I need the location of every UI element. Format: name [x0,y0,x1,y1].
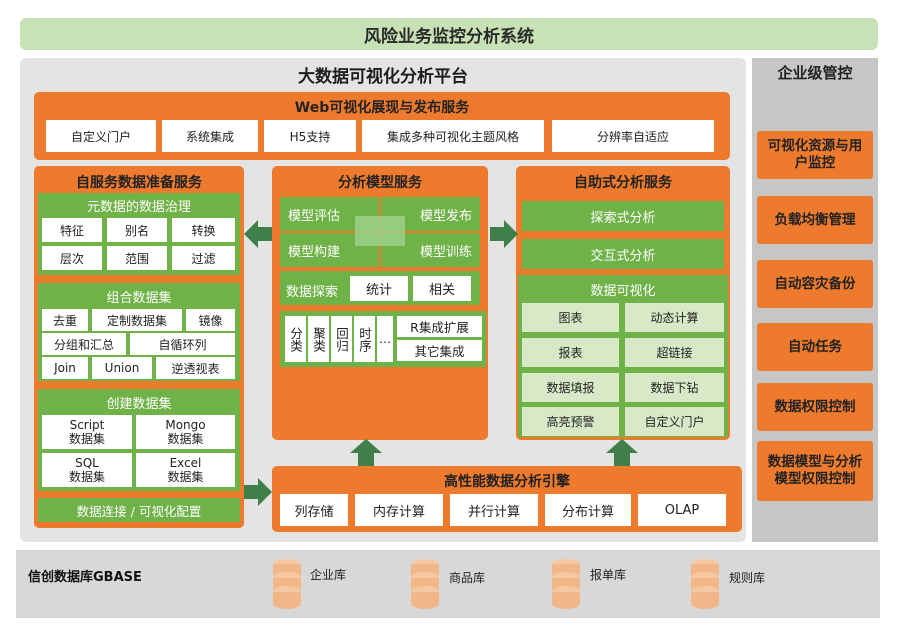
enterprise-item: 数据权限控制 [757,383,873,431]
web-item: 系统集成 [162,120,258,152]
arrow-up-icon [606,439,638,466]
create-item: SQL 数据集 [42,453,132,487]
engine-item: 列存储 [280,494,348,526]
metadata-item: 别名 [107,218,167,242]
viz-title: 数据可视化 [590,284,656,299]
enterprise-item: 可视化资源与用户监控 [757,131,873,179]
engine-title: 高性能数据分析引擎 [444,474,570,490]
algo-item: … [377,316,393,362]
viz-item: 高亮预警 [522,407,619,436]
model-service-title: 分析模型服务 [338,175,422,191]
web-item: H5支持 [264,120,356,152]
create-title: 创建数据集 [106,397,172,412]
database-label: 信创数据库GBASE [28,570,142,585]
r-extension: R集成扩展 [397,316,482,337]
arrow-right-icon [490,218,518,250]
algo-item: 聚类 [308,316,329,362]
explore-item: 统计 [350,276,408,301]
database-bar [16,550,880,618]
metadata-item: 过滤 [172,246,235,270]
engine-item: 并行计算 [450,494,538,526]
database-item: 企业库 [310,568,347,582]
enterprise-item: 负载均衡管理 [757,196,873,244]
database-item: 商品库 [449,571,486,585]
metadata-item: 范围 [107,246,167,270]
enterprise-item: 自动任务 [757,323,873,371]
platform-title: 大数据可视化分析平台 [298,67,468,87]
enterprise-item: 自动容灾备份 [757,260,873,308]
database-icon [410,558,440,614]
engine-item: OLAP [638,494,726,526]
viz-item: 图表 [522,303,619,332]
database-item: 报单库 [590,568,627,582]
web-item: 集成多种可视化主题风格 [362,120,544,152]
engine-item: 内存计算 [355,494,443,526]
enterprise-title: 企业级管控 [777,64,853,82]
metadata-item: 特征 [42,218,102,242]
arrow-left-icon [244,218,272,250]
create-item: Excel 数据集 [136,453,235,487]
system-title: 风险业务监控分析系统 [20,18,878,50]
algo-item-text: 聚类 [311,326,326,352]
database-icon [690,558,720,614]
algo-item-text: 回归 [334,326,349,352]
viz-item: 动态计算 [625,303,724,332]
metadata-item: 转换 [172,218,235,242]
web-item: 自定义门户 [46,120,156,152]
other-integration: 其它集成 [397,340,482,361]
combine-item: Join [42,357,88,379]
viz-item: 自定义门户 [625,407,724,436]
combine-title: 组合数据集 [106,291,172,306]
combine-item: 定制数据集 [92,309,182,331]
combine-item: 逆透视表 [156,357,235,379]
combine-item: Union [92,357,152,379]
self-service-title: 自服务数据准备服务 [76,175,202,191]
combine-item: 分组和汇总 [42,333,126,355]
database-icon [551,558,581,614]
interactive-analysis-bar: 交互式分析 [522,239,724,269]
create-item: Mongo 数据集 [136,415,235,449]
self-analysis-title: 自助式分析服务 [574,175,672,191]
create-item: Script 数据集 [42,415,132,449]
algo-item: 分类 [285,316,306,362]
explore-label: 数据探索 [286,285,339,300]
viz-item: 数据下钻 [625,373,724,402]
database-icon [272,558,302,614]
algo-item-text: 分类 [288,326,303,352]
viz-item: 超链接 [625,338,724,367]
arrow-right-icon [244,476,272,508]
viz-item: 报表 [522,338,619,367]
enterprise-item: 数据模型与分析模型权限控制 [757,441,873,501]
explore-analysis-bar: 探索式分析 [522,201,724,231]
explore-item: 相关 [413,276,471,301]
web-item: 分辨率自适应 [552,120,714,152]
combine-item: 自循环列 [130,333,235,355]
data-connect-bar: 数据连接 / 可视化配置 [38,498,240,522]
system-title-text: 风险业务监控分析系统 [364,26,534,47]
viz-item: 数据填报 [522,373,619,402]
arrow-up-icon [350,439,382,466]
metadata-title: 元数据的数据治理 [86,200,191,215]
algo-item: 时序 [354,316,375,362]
metadata-item: 层次 [42,246,102,270]
model-item: 模型训练 [381,233,480,267]
database-item: 规则库 [729,571,766,585]
algo-item: 回归 [331,316,352,362]
model-center-blur [355,216,405,246]
combine-item: 镜像 [186,309,235,331]
engine-item: 分布计算 [545,494,631,526]
web-service-title: Web可视化展现与发布服务 [294,100,470,116]
combine-item: 去重 [42,309,88,331]
algo-item-text: 时序 [357,326,372,352]
